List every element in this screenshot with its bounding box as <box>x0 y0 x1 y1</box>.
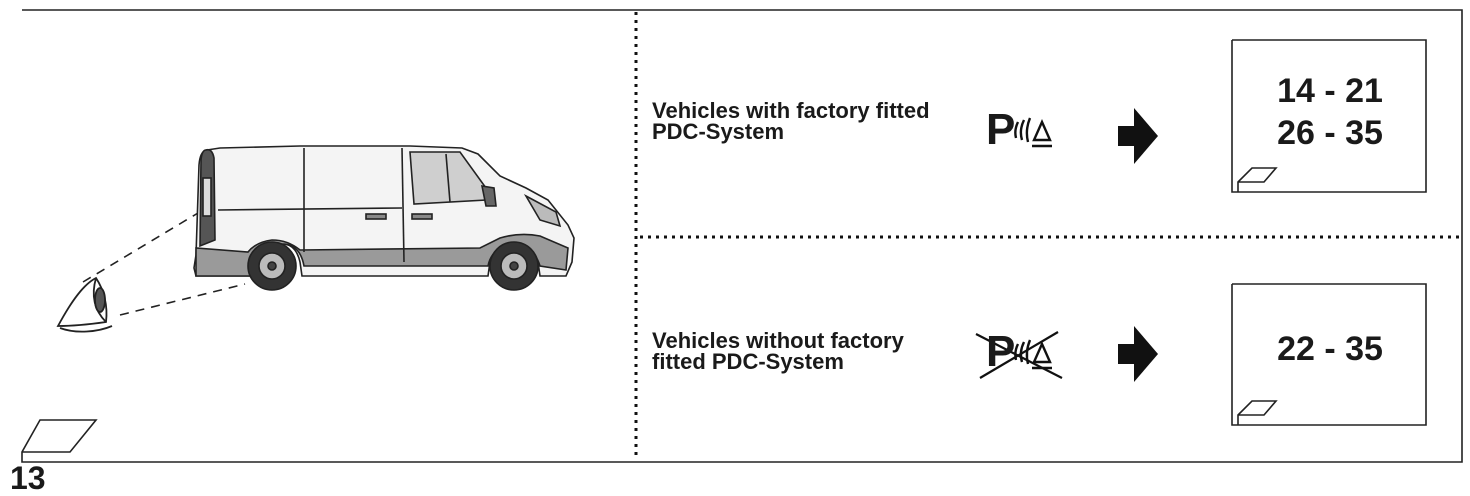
code-box-without-pdc: 22 - 35 <box>1240 328 1420 370</box>
row-label-line: Vehicles with factory fitted <box>652 98 930 123</box>
code-box-with-pdc: 14 - 21 26 - 35 <box>1240 70 1420 154</box>
code-box-frame <box>1231 39 1427 193</box>
row-label-line: PDC-System <box>652 119 785 144</box>
right-arrow-icon <box>1118 108 1158 164</box>
right-arrow-icon <box>1118 326 1158 382</box>
row-label-line: fitted PDC-System <box>652 349 844 374</box>
code-box-frame <box>1231 283 1427 426</box>
parking-sensor-crossed-icon <box>975 331 1063 379</box>
code-value: 26 - 35 <box>1277 114 1383 152</box>
van-illustration <box>193 145 575 291</box>
row-label-line: Vehicles without factory <box>652 328 904 353</box>
row-with-pdc-label: Vehicles with factory fitted PDC-System <box>652 98 930 144</box>
outer-frame <box>21 9 1463 463</box>
code-value: 14 - 21 <box>1277 72 1383 110</box>
sight-lines <box>82 212 246 316</box>
pdc-letter: P <box>986 105 1016 154</box>
pdc-letter: P <box>986 327 1016 376</box>
eye-icon <box>56 276 113 333</box>
row-without-pdc-label: Vehicles without factory fitted PDC-Syst… <box>652 328 904 374</box>
parking-sensor-icon <box>1014 117 1052 148</box>
page-number: 13 <box>10 460 46 496</box>
code-value: 22 - 35 <box>1277 330 1383 368</box>
